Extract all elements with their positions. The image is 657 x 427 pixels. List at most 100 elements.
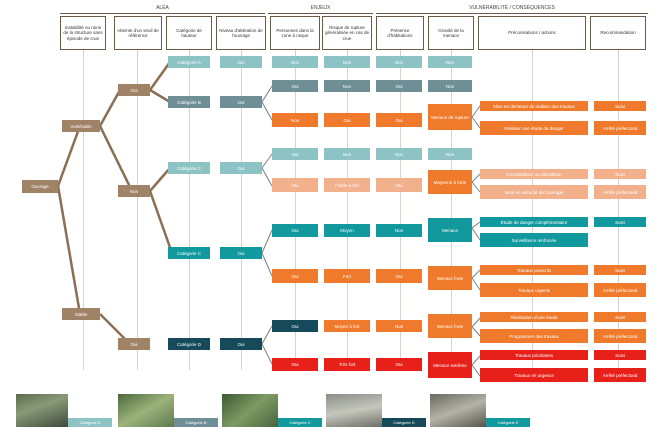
connector	[261, 153, 273, 169]
guide-line	[451, 50, 452, 370]
guide-line	[295, 50, 296, 370]
connector	[148, 190, 174, 254]
gravite-8: Menace forte	[428, 314, 472, 338]
connector	[56, 185, 82, 315]
category-b: Catégorie B	[168, 96, 210, 108]
group-alea: ALÉA	[60, 4, 265, 14]
connector	[261, 101, 273, 121]
connector	[471, 227, 481, 241]
photo-label-e: Catégorie E	[486, 418, 530, 427]
action-10: Programmer des travaux	[480, 329, 588, 343]
category-a: Catégorie A	[168, 56, 210, 68]
personnes-5: Oui	[272, 178, 318, 192]
photo-label-b: Catégorie B	[174, 418, 218, 427]
connector	[471, 269, 481, 279]
connector	[261, 252, 273, 277]
action-5: Étude de danger complémentaire	[480, 217, 588, 227]
root-node: Ouvrage	[22, 180, 58, 193]
guide-line	[189, 50, 190, 370]
habitations-5: Oui	[376, 178, 422, 192]
gravite-5: Moyenne à forte	[428, 170, 472, 194]
photo-category-d	[326, 394, 382, 427]
connector	[471, 105, 481, 118]
photo-label-a: Catégorie A	[68, 418, 112, 427]
recommandation-3: Suivi	[594, 169, 646, 179]
action-3: Consolidation ou démolition	[480, 169, 588, 179]
gravite-1: Non	[428, 56, 472, 68]
personnes-3: Non	[272, 113, 318, 127]
habitations-4: Non	[376, 148, 422, 160]
gravite-9: Menace extrême	[428, 352, 472, 378]
guide-line	[532, 50, 533, 370]
header-recommandation: Recommandation	[590, 16, 646, 50]
header-preconisations: Préconisations / actions	[478, 16, 586, 50]
node-vulnerable: Vulnérable	[62, 120, 100, 132]
alteration-2: Oui	[220, 96, 262, 108]
gravite-3: Menace de rupture	[428, 104, 472, 130]
personnes-7: Oui	[272, 269, 318, 283]
alteration-1: Oui	[220, 56, 262, 68]
connector	[261, 343, 273, 365]
connector	[471, 173, 481, 183]
personnes-6: Oui	[272, 224, 318, 237]
habitations-6: Non	[376, 224, 422, 237]
rupture-1: Non	[324, 56, 370, 68]
connector	[56, 125, 82, 187]
gravite-6: Menace	[428, 218, 472, 242]
personnes-9: Oui	[272, 358, 318, 371]
guide-line	[241, 50, 242, 370]
habitations-8: Non	[376, 320, 422, 332]
connector	[471, 181, 481, 193]
habitations-2: Oui	[376, 80, 422, 92]
action-12: Travaux en urgence	[480, 368, 588, 382]
header-habitations: Présence d'habitations	[376, 16, 424, 50]
action-8: Travaux urgents	[480, 283, 588, 297]
connector	[471, 317, 481, 328]
rupture-8: Moyen à fort	[324, 320, 370, 332]
personnes-1: Non	[272, 56, 318, 68]
photo-category-e	[430, 394, 486, 427]
connector	[261, 85, 273, 103]
connector	[471, 221, 481, 229]
header-gravite: Gravité de la menace	[428, 16, 474, 50]
guide-line	[347, 50, 348, 370]
guide-line	[137, 50, 138, 370]
photo-label-d: Catégorie D	[382, 418, 426, 427]
category-c2: Catégorie C	[168, 247, 210, 259]
habitations-3: Oui	[376, 113, 422, 127]
gravite-2: Non	[428, 80, 472, 92]
personnes-8: Oui	[272, 320, 318, 332]
node-oui-b: Oui	[118, 338, 150, 350]
personnes-2: Oui	[272, 80, 318, 92]
connector	[261, 325, 273, 345]
recommandation-10: Suivi	[594, 350, 646, 360]
recommandation-8: Suivi	[594, 312, 646, 322]
category-c: Catégorie C	[168, 162, 210, 174]
recommandation-1: Suivi	[594, 101, 646, 111]
alteration-5: Oui	[220, 338, 262, 350]
gravite-4: Non	[428, 148, 472, 160]
connector	[98, 89, 122, 127]
header-personnes: Personnes dans la zone à risque	[270, 16, 320, 50]
action-9: Réalisation d'une étude	[480, 312, 588, 322]
rupture-4: Non	[324, 148, 370, 160]
group-vulnerabilite: VULNÉRABILITÉ / CONSÉQUENCES	[376, 4, 648, 14]
rupture-7: Fort	[324, 269, 370, 283]
header-instabilite: Instabilité ou ruine de la structure san…	[60, 16, 106, 50]
connector	[261, 229, 273, 254]
header-alteration: Niveau d'altération de l'ouvrage	[216, 16, 266, 50]
habitations-7: Oui	[376, 269, 422, 283]
action-1: Mise en demeure de réaliser des travaux	[480, 101, 588, 111]
recommandation-5: Suivi	[594, 217, 646, 227]
recommandation-9: Arrêté préfectoral	[594, 329, 646, 343]
personnes-4: Oui	[272, 148, 318, 160]
recommandation-2: Arrêté préfectoral	[594, 121, 646, 135]
guide-line	[83, 50, 84, 370]
connector	[471, 116, 481, 129]
photo-category-b	[118, 394, 174, 427]
recommandation-7: Arrêté préfectoral	[594, 283, 646, 297]
photo-label-c: Catégorie C	[278, 418, 322, 427]
node-stable: Stable	[62, 308, 100, 320]
connector	[98, 125, 134, 192]
recommandation-11: Arrêté préfectoral	[594, 368, 646, 382]
